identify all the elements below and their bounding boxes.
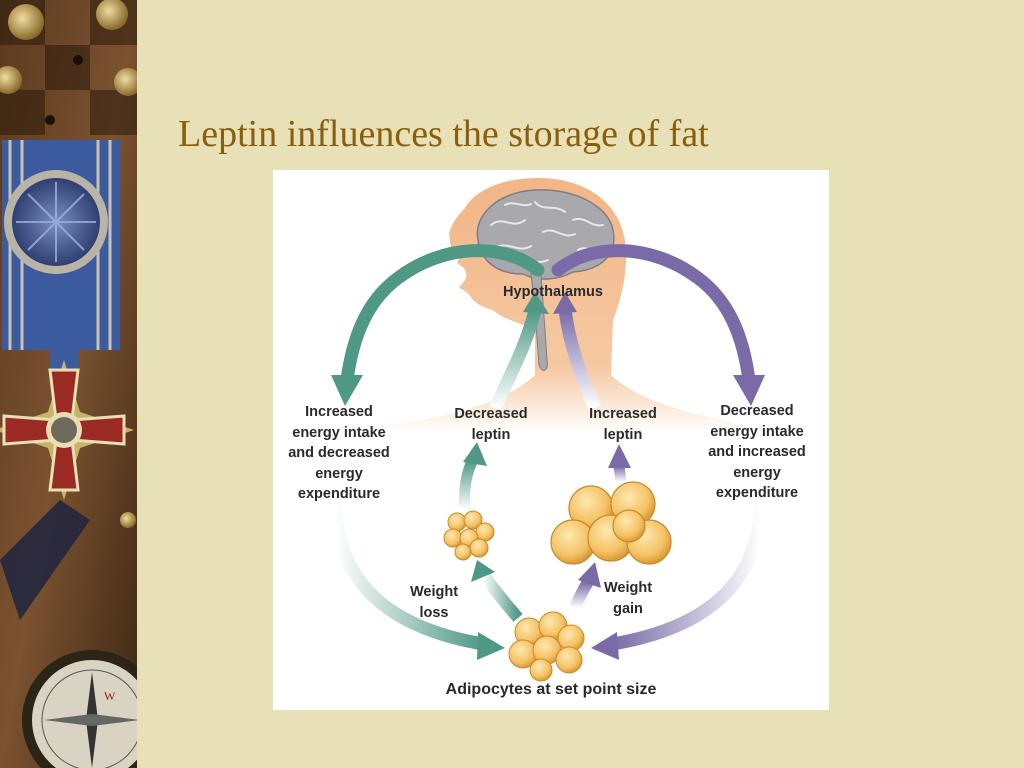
decorative-sidebar-image: W — [0, 0, 137, 768]
leptin-signal-arrow-purple — [558, 309, 601, 411]
arrow-weight-gain — [569, 578, 594, 611]
label-increased-leptin: Increased leptin — [589, 406, 657, 443]
label-weight-gain: Weight gain — [603, 580, 653, 617]
leptin-diagram: Hypothalamus Increased energy intake and… — [273, 170, 829, 710]
caption-set-point: Adipocytes at set point size — [445, 681, 657, 698]
arrow-to-decreased-leptin — [459, 457, 478, 511]
label-left-outer-effect: Increased energy intake and decreased en… — [288, 404, 390, 502]
arc-arrow-right-purple — [551, 244, 756, 387]
label-weight-loss: Weight loss — [409, 584, 459, 621]
leptin-signal-arrow-teal — [489, 308, 542, 411]
arrow-weight-loss — [478, 570, 523, 622]
label-decreased-leptin: Decreased leptin — [454, 406, 528, 443]
label-hypothalamus: Hypothalamus — [503, 284, 603, 300]
adipocytes-large — [550, 481, 672, 565]
adipocytes-small — [443, 510, 495, 561]
svg-text:W: W — [104, 689, 116, 703]
slide-title: Leptin influences the storage of fat — [178, 113, 709, 155]
label-right-outer-effect: Decreased energy intake and increased en… — [708, 403, 806, 501]
arc-arrow-left-teal — [340, 244, 545, 387]
adipocytes-set-point — [508, 611, 585, 682]
arrow-to-increased-leptin — [613, 465, 627, 483]
return-arrow-right-purple — [611, 504, 768, 651]
return-arrow-left-teal — [328, 504, 485, 651]
human-silhouette — [333, 178, 763, 432]
